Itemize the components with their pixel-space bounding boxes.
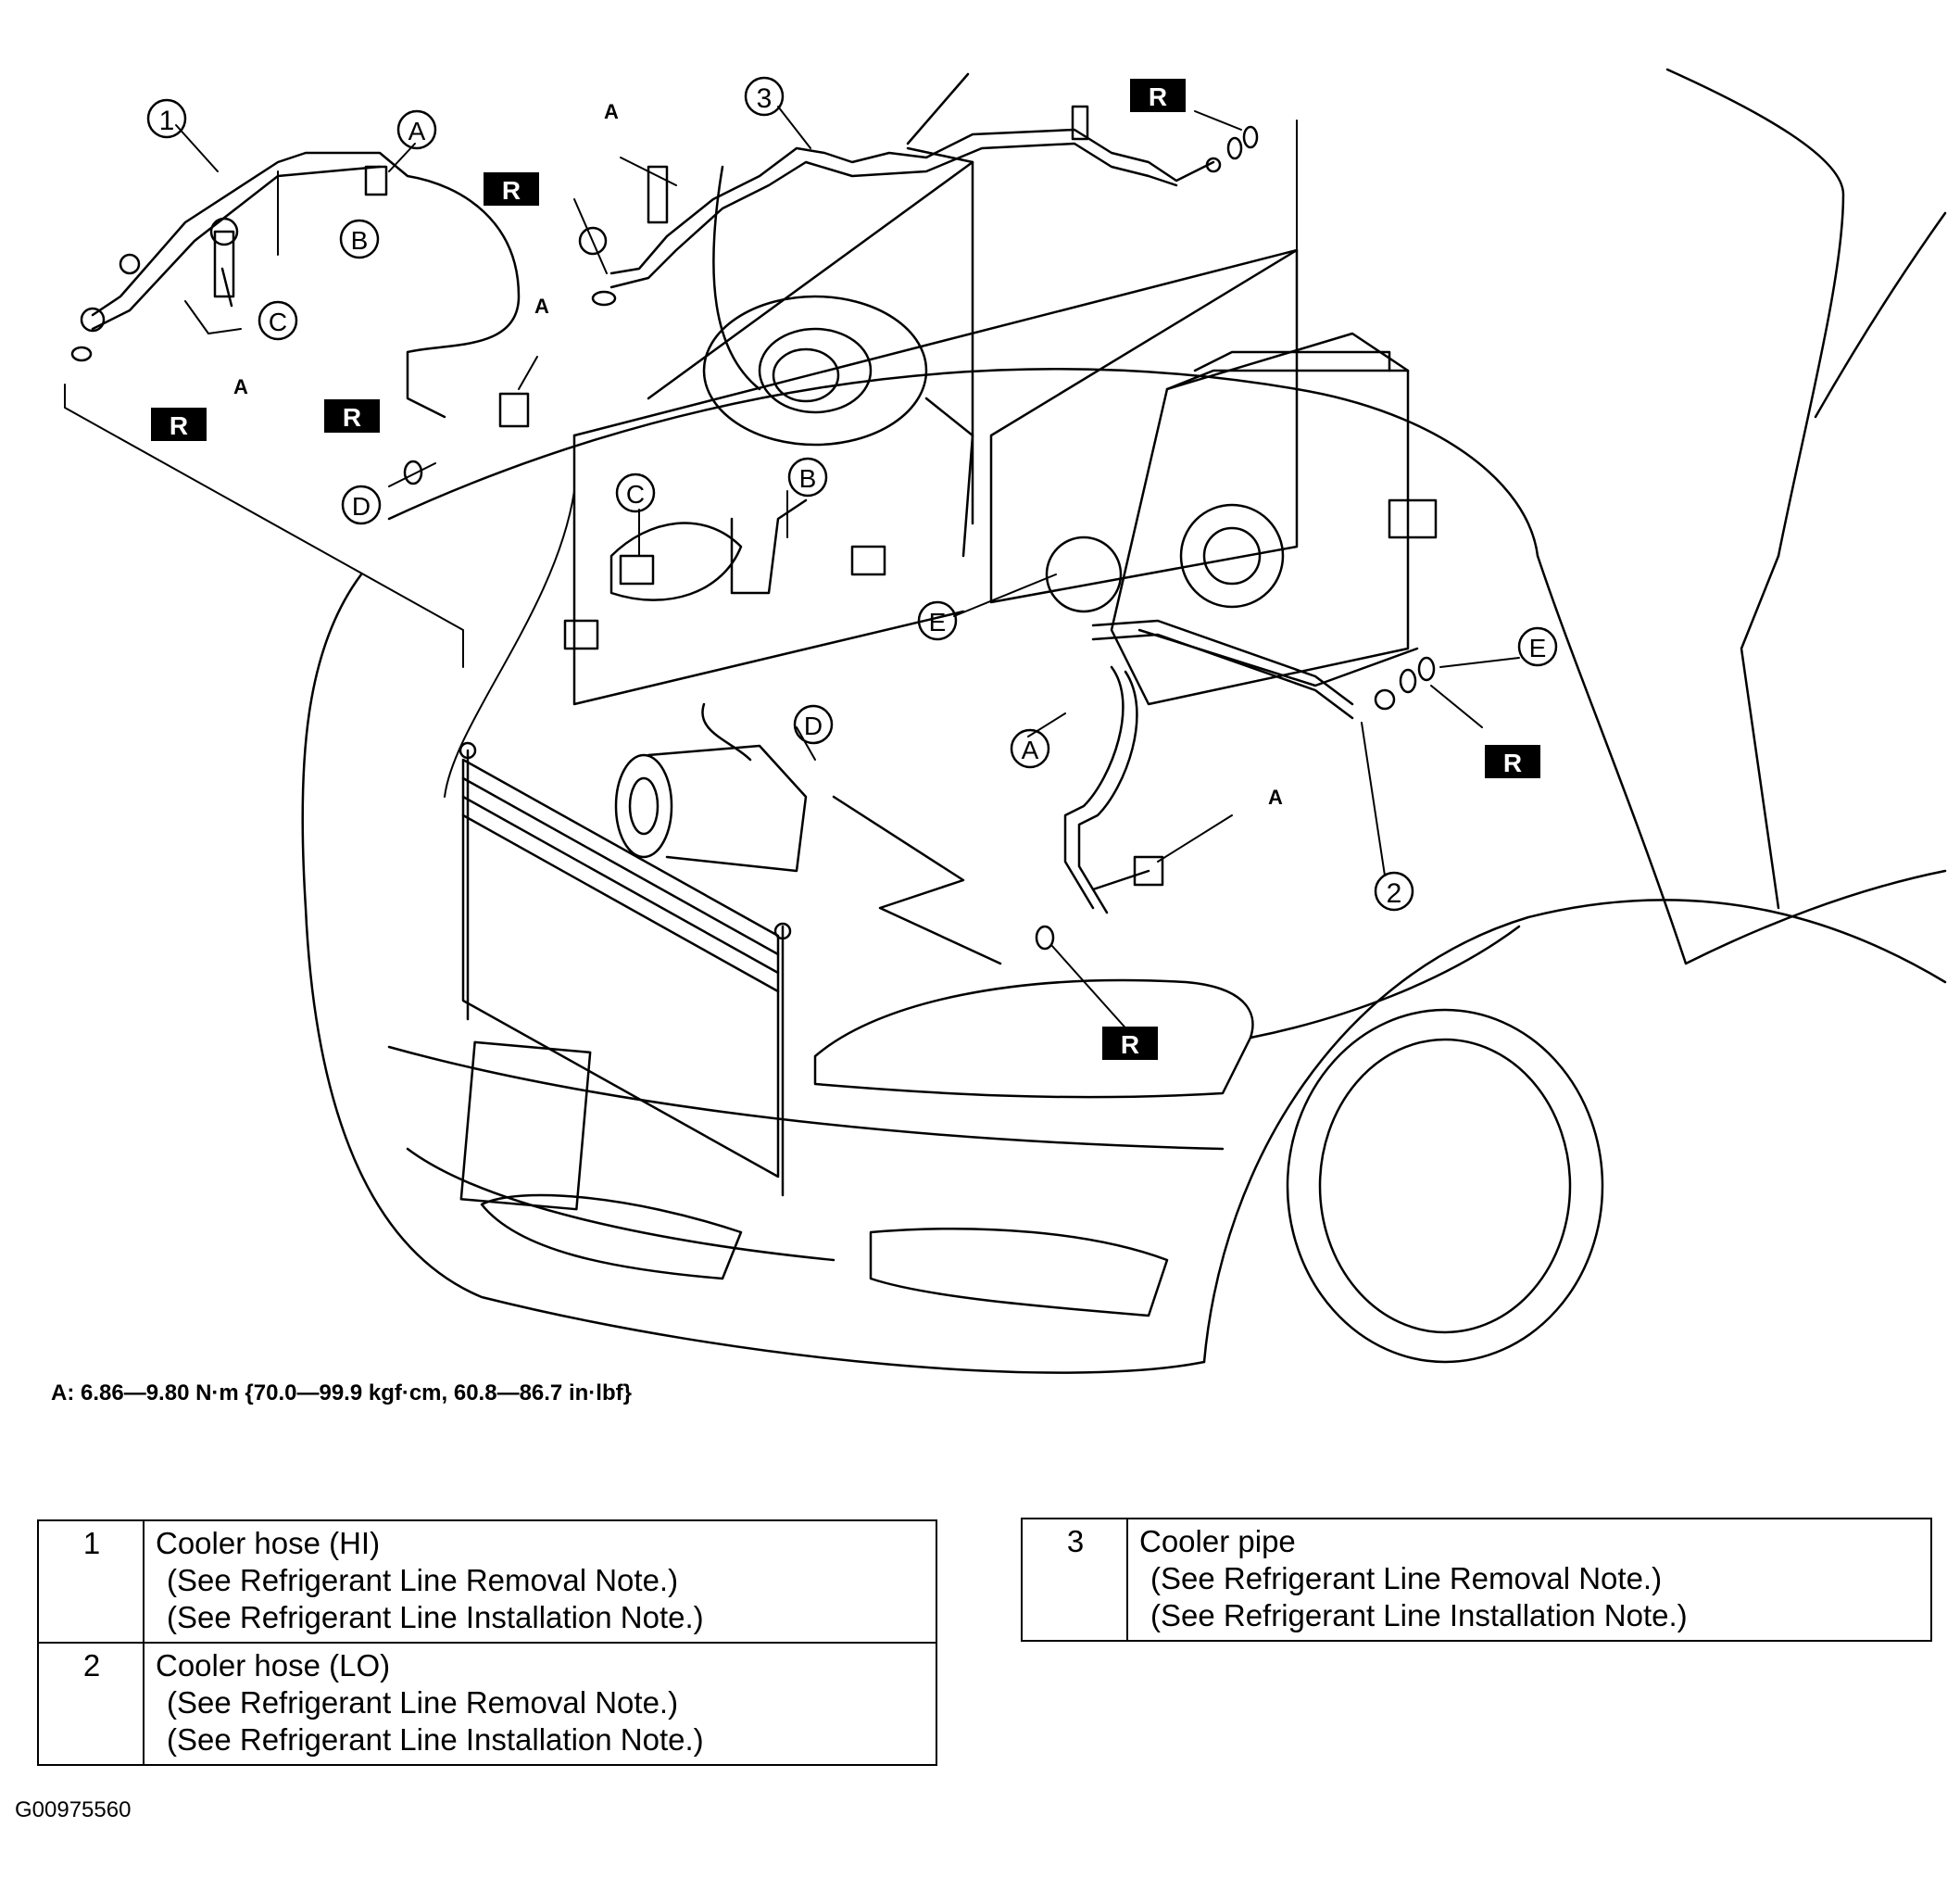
callout-letter-d-bay: D bbox=[793, 704, 834, 745]
callout-letter-b-bay: B bbox=[787, 457, 828, 498]
part-number: 2 bbox=[37, 1642, 144, 1766]
part-name: Cooler hose (LO) bbox=[156, 1648, 391, 1683]
removal-note: (See Refrigerant Line Removal Note.) bbox=[1150, 1561, 1663, 1595]
svg-text:A: A bbox=[1268, 786, 1283, 809]
svg-text:B: B bbox=[799, 464, 817, 493]
svg-text:R: R bbox=[343, 403, 361, 432]
svg-text:A: A bbox=[233, 375, 248, 398]
svg-text:D: D bbox=[352, 492, 371, 521]
compressor bbox=[614, 702, 808, 873]
svg-text:B: B bbox=[351, 226, 369, 255]
installation-note: (See Refrigerant Line Installation Note.… bbox=[167, 1600, 704, 1634]
svg-text:2: 2 bbox=[1387, 878, 1402, 909]
refrigerant-line-diagram: 1 3 2 A B C D C B D E E bbox=[64, 68, 1947, 1374]
installation-note: (See Refrigerant Line Installation Note.… bbox=[167, 1722, 704, 1757]
callout-letter-e-right: E bbox=[1517, 626, 1558, 667]
part-number: 3 bbox=[1021, 1518, 1128, 1642]
leader-lines bbox=[64, 106, 1520, 1034]
cooler-pipe bbox=[578, 105, 1222, 289]
svg-text:R: R bbox=[170, 411, 188, 440]
cooler-hose-hi bbox=[80, 151, 521, 419]
svg-text:R: R bbox=[1149, 82, 1167, 111]
legend-row: 2 Cooler hose (LO) (See Refrigerant Line… bbox=[37, 1642, 937, 1766]
replace-badge: R bbox=[1102, 1027, 1158, 1060]
callout-letter-e-left: E bbox=[917, 600, 958, 641]
svg-text:D: D bbox=[804, 712, 823, 740]
svg-text:3: 3 bbox=[757, 83, 773, 114]
svg-text:A: A bbox=[534, 295, 549, 318]
figure-id: G00975560 bbox=[15, 1797, 132, 1822]
replace-badge: R bbox=[1130, 79, 1186, 112]
svg-text:A: A bbox=[604, 100, 619, 123]
clamps bbox=[563, 498, 886, 650]
callout-letter-a-top: A bbox=[396, 109, 437, 150]
svg-text:A: A bbox=[408, 117, 426, 145]
svg-text:R: R bbox=[502, 176, 521, 205]
parts-legend-right: 3 Cooler pipe (See Refrigerant Line Remo… bbox=[1021, 1518, 1932, 1642]
heater-unit bbox=[989, 248, 1438, 706]
callout-letter-b-top: B bbox=[339, 219, 380, 259]
bolts bbox=[220, 165, 1164, 891]
callout-letter-a-heater: A bbox=[1010, 728, 1050, 769]
cooler-hose-lo bbox=[1063, 619, 1396, 914]
callout-2: 2 bbox=[1374, 871, 1414, 912]
part-name: Cooler pipe bbox=[1139, 1524, 1296, 1558]
parts-legend-left: 1 Cooler hose (HI) (See Refrigerant Line… bbox=[37, 1519, 937, 1766]
o-rings bbox=[70, 125, 1436, 951]
svg-text:R: R bbox=[1503, 749, 1522, 777]
replace-badge: R bbox=[324, 399, 380, 433]
callout-letter-c-top: C bbox=[258, 300, 298, 341]
svg-text:R: R bbox=[1121, 1030, 1139, 1059]
replace-badge: R bbox=[151, 408, 207, 441]
svg-text:C: C bbox=[269, 308, 287, 336]
legend-row: 3 Cooler pipe (See Refrigerant Line Remo… bbox=[1021, 1518, 1932, 1642]
part-description: Cooler hose (LO) (See Refrigerant Line R… bbox=[143, 1642, 937, 1766]
part-description: Cooler pipe (See Refrigerant Line Remova… bbox=[1126, 1518, 1932, 1642]
engine-bay bbox=[572, 146, 1299, 965]
removal-note: (See Refrigerant Line Removal Note.) bbox=[167, 1563, 679, 1597]
part-number: 1 bbox=[37, 1519, 144, 1644]
replace-badge: R bbox=[484, 172, 539, 206]
callout-3: 3 bbox=[744, 76, 785, 117]
svg-text:A: A bbox=[1022, 736, 1039, 764]
svg-text:E: E bbox=[929, 608, 947, 637]
condenser bbox=[459, 741, 792, 1197]
svg-text:E: E bbox=[1529, 634, 1547, 662]
callout-1: 1 bbox=[146, 98, 187, 139]
bolt-label-a: A A A A bbox=[233, 100, 1283, 809]
svg-text:C: C bbox=[626, 480, 645, 509]
svg-text:1: 1 bbox=[159, 106, 175, 136]
car-body bbox=[301, 68, 1947, 1374]
removal-note: (See Refrigerant Line Removal Note.) bbox=[167, 1685, 679, 1720]
part-name: Cooler hose (HI) bbox=[156, 1526, 381, 1560]
torque-specification: A: 6.86—9.80 N·m {70.0—99.9 kgf·cm, 60.8… bbox=[51, 1380, 632, 1405]
replace-badge: R bbox=[1485, 745, 1540, 778]
callout-letter-d-top: D bbox=[341, 485, 382, 525]
part-description: Cooler hose (HI) (See Refrigerant Line R… bbox=[143, 1519, 937, 1644]
legend-row: 1 Cooler hose (HI) (See Refrigerant Line… bbox=[37, 1519, 937, 1644]
installation-note: (See Refrigerant Line Installation Note.… bbox=[1150, 1598, 1688, 1632]
callout-letter-c-bay: C bbox=[615, 473, 656, 513]
